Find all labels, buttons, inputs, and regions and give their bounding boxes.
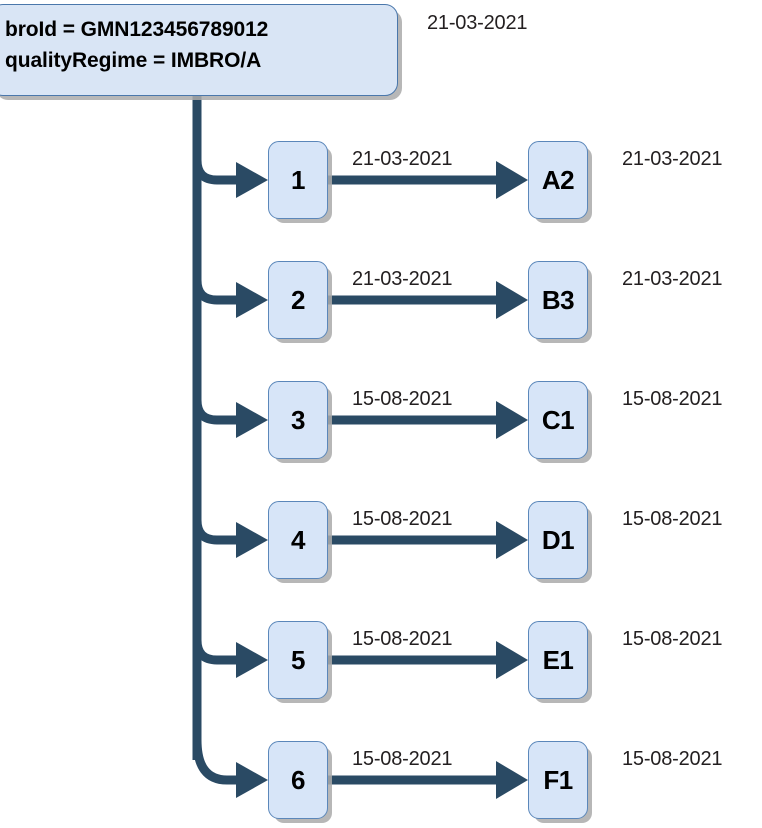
target-node-5[interactable]: E1	[528, 621, 588, 699]
edge-arrowhead-2	[496, 281, 528, 319]
edge-arrowhead-4	[496, 521, 528, 559]
row-date-label-5: 15-08-2021	[622, 628, 723, 650]
root-broid-text: broId = GMN123456789012	[5, 18, 269, 41]
branch-arrowhead-6	[236, 762, 268, 798]
target-node-label: D1	[541, 524, 575, 555]
target-node-6[interactable]: F1	[528, 741, 588, 819]
branch-arrowhead-1	[236, 162, 268, 198]
target-node-label: B3	[541, 284, 575, 315]
target-node-2[interactable]: B3	[528, 261, 588, 339]
source-node-label: 6	[291, 764, 305, 795]
source-node-label: 2	[291, 284, 305, 315]
target-node-label: A2	[541, 164, 575, 195]
edge-date-label-3: 15-08-2021	[352, 388, 453, 410]
branch-elbow-4	[192, 519, 238, 545]
source-node-3[interactable]: 3	[268, 381, 328, 459]
source-node-label: 1	[291, 164, 305, 195]
source-node-5[interactable]: 5	[268, 621, 328, 699]
edge-arrowhead-1	[496, 161, 528, 199]
edge-date-label-5: 15-08-2021	[352, 628, 453, 650]
row-date-label-4: 15-08-2021	[622, 508, 723, 530]
target-node-1[interactable]: A2	[528, 141, 588, 219]
edge-date-label-6: 15-08-2021	[352, 748, 453, 770]
source-node-6[interactable]: 6	[268, 741, 328, 819]
row-date-label-3: 15-08-2021	[622, 388, 723, 410]
edge-arrowhead-5	[496, 641, 528, 679]
branch-arrowhead-5	[236, 642, 268, 678]
source-node-4[interactable]: 4	[268, 501, 328, 579]
branch-elbow-5	[192, 639, 238, 665]
target-node-label: C1	[541, 404, 575, 435]
target-node-label: F1	[543, 764, 573, 795]
branch-arrowhead-4	[236, 522, 268, 558]
row-date-label-6: 15-08-2021	[622, 748, 723, 770]
edge-date-label-2: 21-03-2021	[352, 268, 453, 290]
root-date-label: 21-03-2021	[427, 12, 528, 34]
source-node-label: 5	[291, 644, 305, 675]
target-node-label: E1	[542, 644, 574, 675]
source-node-2[interactable]: 2	[268, 261, 328, 339]
branch-elbow-2	[192, 279, 238, 305]
root-node-box[interactable]: broId = GMN123456789012 qualityRegime = …	[0, 4, 398, 96]
edge-arrowhead-3	[496, 401, 528, 439]
branch-elbow-6	[192, 739, 238, 785]
root-qualityregime-text: qualityRegime = IMBRO/A	[5, 49, 262, 72]
target-node-4[interactable]: D1	[528, 501, 588, 579]
edge-date-label-1: 21-03-2021	[352, 148, 453, 170]
edge-date-label-4: 15-08-2021	[352, 508, 453, 530]
source-node-label: 3	[291, 404, 305, 435]
branch-elbow-1	[192, 159, 238, 185]
row-date-label-2: 21-03-2021	[622, 268, 723, 290]
row-date-label-1: 21-03-2021	[622, 148, 723, 170]
source-node-1[interactable]: 1	[268, 141, 328, 219]
target-node-3[interactable]: C1	[528, 381, 588, 459]
source-node-label: 4	[291, 524, 305, 555]
branch-arrowhead-2	[236, 282, 268, 318]
branch-arrowhead-3	[236, 402, 268, 438]
branch-elbow-3	[192, 399, 238, 425]
edge-arrowhead-6	[496, 761, 528, 799]
